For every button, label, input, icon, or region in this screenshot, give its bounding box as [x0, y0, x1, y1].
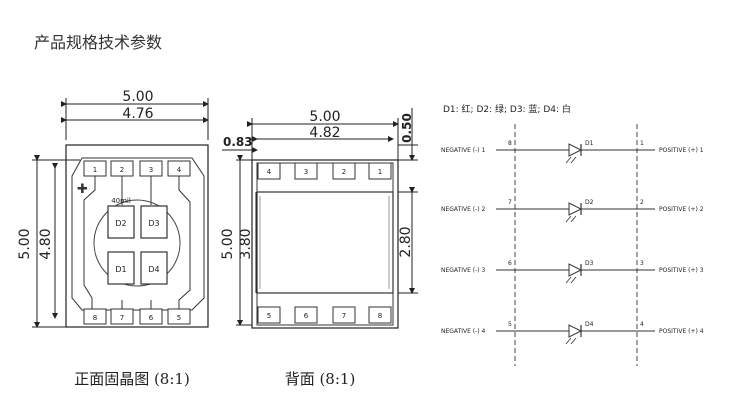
- back-pad-height-label: 0.50: [400, 113, 414, 143]
- right-pin-number: 3: [640, 260, 644, 267]
- emission-arrow-icon: [570, 337, 577, 345]
- diode-label: D1: [585, 140, 594, 147]
- back-inner-width-label: 4.82: [309, 125, 340, 141]
- positive-label: POSITIVE (+) 4: [659, 328, 704, 335]
- polarity-plus-icon: ✚: [77, 182, 88, 197]
- front-outline: [65, 144, 209, 328]
- front-height-label: 5.00: [17, 228, 33, 259]
- front-dim-top: [61, 98, 209, 140]
- left-pin-number: 7: [508, 199, 512, 206]
- negative-label: NEGATIVE (-) 3: [441, 267, 486, 274]
- back-pad-5: 5: [267, 312, 271, 320]
- page-title: 产品规格技术参数: [34, 33, 163, 52]
- emission-arrow-icon: [565, 215, 572, 223]
- negative-label: NEGATIVE (-) 2: [441, 206, 486, 213]
- left-pin-number: 5: [508, 321, 512, 328]
- left-pin-number: 8: [508, 140, 512, 147]
- front-pad-4: 4: [177, 166, 182, 174]
- left-pin-number: 6: [508, 260, 512, 267]
- diode-icon: [568, 263, 583, 277]
- front-bottom-pads: [83, 308, 191, 325]
- die-d4: D4: [148, 265, 159, 274]
- back-caption: 背面 (8:1): [285, 370, 356, 388]
- front-pad-7: 7: [120, 314, 124, 322]
- front-pad-2: 2: [120, 166, 124, 174]
- front-pad-3: 3: [149, 166, 153, 174]
- diode-label: D3: [585, 260, 594, 267]
- front-substrate: [71, 157, 205, 311]
- emission-arrow-icon: [565, 276, 572, 284]
- diode-label: D4: [585, 321, 594, 328]
- front-traces: [83, 176, 191, 309]
- back-pad-2: 2: [342, 168, 346, 176]
- back-bottom-pads: [257, 306, 392, 324]
- positive-label: POSITIVE (+) 2: [659, 206, 704, 213]
- front-lens-circle: [93, 199, 181, 287]
- back-outline: [251, 159, 399, 329]
- negative-label: NEGATIVE (-) 1: [441, 147, 486, 154]
- back-top-pads: [257, 162, 392, 180]
- schematic-legend: D1: 红; D2: 绿; D3: 蓝; D4: 白: [443, 103, 571, 115]
- back-dim-top: [222, 118, 399, 162]
- negative-label: NEGATIVE (-) 4: [441, 328, 486, 335]
- emission-arrow-icon: [565, 156, 572, 164]
- back-view: 5.00 4.82 0.83 0.50 2.80 5.00 3.80: [220, 108, 418, 388]
- diode-icon: [568, 324, 583, 338]
- back-pad-3: 3: [304, 168, 308, 176]
- back-inner-height-label: 3.80: [238, 228, 254, 259]
- emission-arrow-icon: [570, 215, 577, 223]
- front-caption: 正面固晶图 (8:1): [74, 370, 190, 388]
- back-pad-7: 7: [342, 312, 346, 320]
- front-pad-8: 8: [93, 314, 97, 322]
- back-pad-6: 6: [304, 312, 309, 320]
- emission-arrow-icon: [570, 156, 577, 164]
- back-offset-label: 0.83: [223, 135, 253, 149]
- diode-icon: [568, 143, 583, 157]
- right-pin-number: 2: [640, 199, 644, 206]
- diode-icon: [568, 202, 583, 216]
- front-dim-left: [32, 155, 80, 328]
- emission-arrow-icon: [570, 276, 577, 284]
- front-pad-1: 1: [93, 166, 97, 174]
- back-center-height-label: 2.80: [398, 226, 414, 257]
- back-height-label: 5.00: [220, 228, 236, 259]
- back-dim-right: [398, 108, 418, 294]
- back-pad-1: 1: [378, 168, 382, 176]
- right-pin-number: 4: [640, 321, 644, 328]
- positive-label: POSITIVE (+) 3: [659, 267, 704, 274]
- back-pad-4: 4: [267, 168, 272, 176]
- front-pad-5: 5: [177, 314, 181, 322]
- die-d3: D3: [148, 219, 159, 228]
- front-inner-width-label: 4.76: [122, 106, 153, 122]
- front-dies: [107, 205, 168, 285]
- back-dim-left: [236, 155, 257, 326]
- back-thermal-pad: [256, 191, 394, 294]
- front-width-label: 5.00: [122, 89, 153, 105]
- schematic: D1: 红; D2: 绿; D3: 蓝; D4: 白 NEGATIVE (-) …: [441, 103, 704, 366]
- positive-label: POSITIVE (+) 1: [659, 147, 704, 154]
- diode-label: D2: [585, 199, 594, 206]
- die-d2: D2: [115, 219, 126, 228]
- front-view: 5.00 4.76 5.00 4.80 1 2 3 4: [17, 89, 209, 388]
- right-pin-number: 1: [640, 140, 644, 147]
- emission-arrow-icon: [565, 337, 572, 345]
- front-inner-height-label: 4.80: [38, 228, 54, 259]
- front-pad-6: 6: [149, 314, 154, 322]
- die-d1: D1: [115, 265, 126, 274]
- back-pad-8: 8: [378, 312, 382, 320]
- die-size-note: 40mil: [111, 197, 131, 205]
- back-width-label: 5.00: [309, 109, 340, 125]
